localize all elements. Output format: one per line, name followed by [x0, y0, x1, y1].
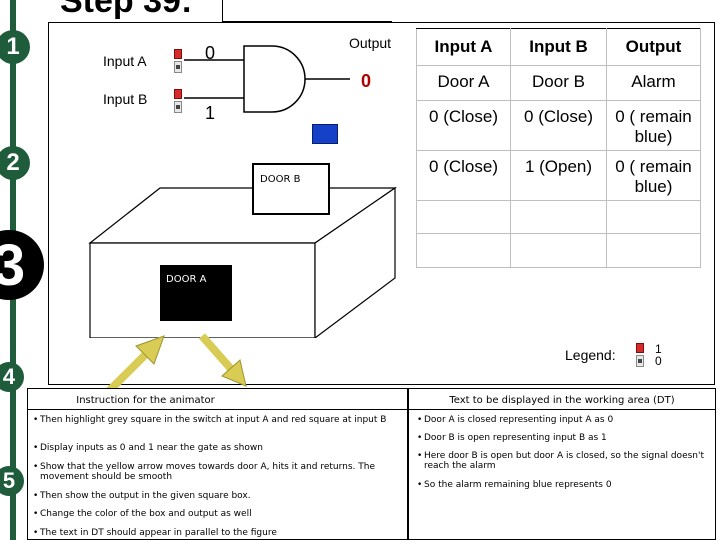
legend-switch [636, 343, 644, 367]
yellow-arrow-icon [105, 333, 247, 395]
door-a: DOOR A [160, 265, 232, 321]
animator-instructions: Instruction for the animator Then highli… [27, 388, 408, 540]
alarm-output-box[interactable] [312, 124, 338, 144]
table-cell [510, 200, 607, 234]
door-b: DOOR B [252, 163, 330, 215]
input-b-switch[interactable] [174, 89, 182, 113]
table-cell: Door B [510, 65, 607, 101]
table-cell: 0 ( remain blue) [606, 150, 701, 201]
step-marker-1: 1 [0, 30, 30, 64]
table-row [416, 233, 701, 268]
table-cell [416, 233, 511, 268]
instructions-heading: Instruction for the animator [76, 395, 215, 406]
display-text-heading: Text to be displayed in the working area… [449, 395, 675, 406]
output-value: 0 [361, 71, 372, 91]
list-item: Display inputs as 0 and 1 near the gate … [33, 443, 400, 453]
slide-title: Step 39: [60, 0, 193, 20]
table-cell: 0 (Close) [416, 150, 511, 201]
step-marker-4: 4 [0, 362, 24, 392]
table-cell [606, 200, 701, 234]
input-a-label: Input A [103, 53, 147, 69]
switch-grey-square[interactable] [174, 101, 182, 113]
table-cell [510, 233, 607, 268]
table-header: Output [606, 28, 701, 66]
table-row [416, 200, 701, 234]
input-a-switch[interactable] [174, 49, 182, 73]
step-marker-5: 5 [0, 466, 24, 496]
step-marker-2: 2 [0, 146, 30, 180]
input-a-value: 0 [205, 43, 216, 63]
list-item: Here door B is open but door A is closed… [417, 451, 709, 471]
list-item: Show that the yellow arrow moves towards… [33, 462, 400, 482]
input-b-value: 1 [205, 103, 216, 123]
table-cell [606, 233, 701, 268]
step-marker-3: 3 [0, 230, 44, 300]
truth-table: Input A Input B Output Door A Door B Ala… [416, 28, 701, 268]
switch-red-square[interactable] [174, 89, 182, 99]
list-item: Door B is open representing input B as 1 [417, 433, 709, 443]
divider [28, 409, 407, 410]
table-cell: 1 (Open) [510, 150, 607, 201]
list-item: Change the color of the box and output a… [33, 509, 400, 519]
table-cell: 0 ( remain blue) [606, 100, 701, 151]
legend-grey-square [636, 355, 644, 367]
title-underline [222, 0, 392, 22]
and-gate-icon [184, 45, 350, 113]
legend-label: Legend: [565, 347, 616, 363]
table-header: Input A [416, 28, 511, 66]
table-cell: Alarm [606, 65, 701, 101]
list-item: Then show the output in the given square… [33, 491, 400, 501]
switch-grey-square[interactable] [174, 61, 182, 73]
table-header: Input B [510, 28, 607, 66]
list-item: The text in DT should appear in parallel… [33, 528, 400, 538]
table-row: 0 (Close) 1 (Open) 0 ( remain blue) [416, 150, 701, 201]
table-row: Door A Door B Alarm [416, 65, 701, 101]
switch-red-square[interactable] [174, 49, 182, 59]
room-box [88, 186, 397, 338]
output-label: Output [349, 35, 392, 51]
legend-off-value: 0 [655, 354, 662, 368]
table-cell [416, 200, 511, 234]
display-text-box: Text to be displayed in the working area… [408, 388, 716, 540]
list-item: So the alarm remaining blue represents 0 [417, 480, 709, 490]
table-row: 0 (Close) 0 (Close) 0 ( remain blue) [416, 100, 701, 151]
table-cell: Door A [416, 65, 511, 101]
legend-on-value: 1 [655, 342, 662, 356]
table-cell: 0 (Close) [416, 100, 511, 151]
input-b-label: Input B [103, 91, 148, 107]
legend-red-square [636, 343, 644, 353]
list-item: Then highlight grey square in the switch… [33, 415, 400, 425]
table-cell: 0 (Close) [510, 100, 607, 151]
divider [409, 409, 715, 410]
list-item: Door A is closed representing input A as… [417, 415, 709, 425]
